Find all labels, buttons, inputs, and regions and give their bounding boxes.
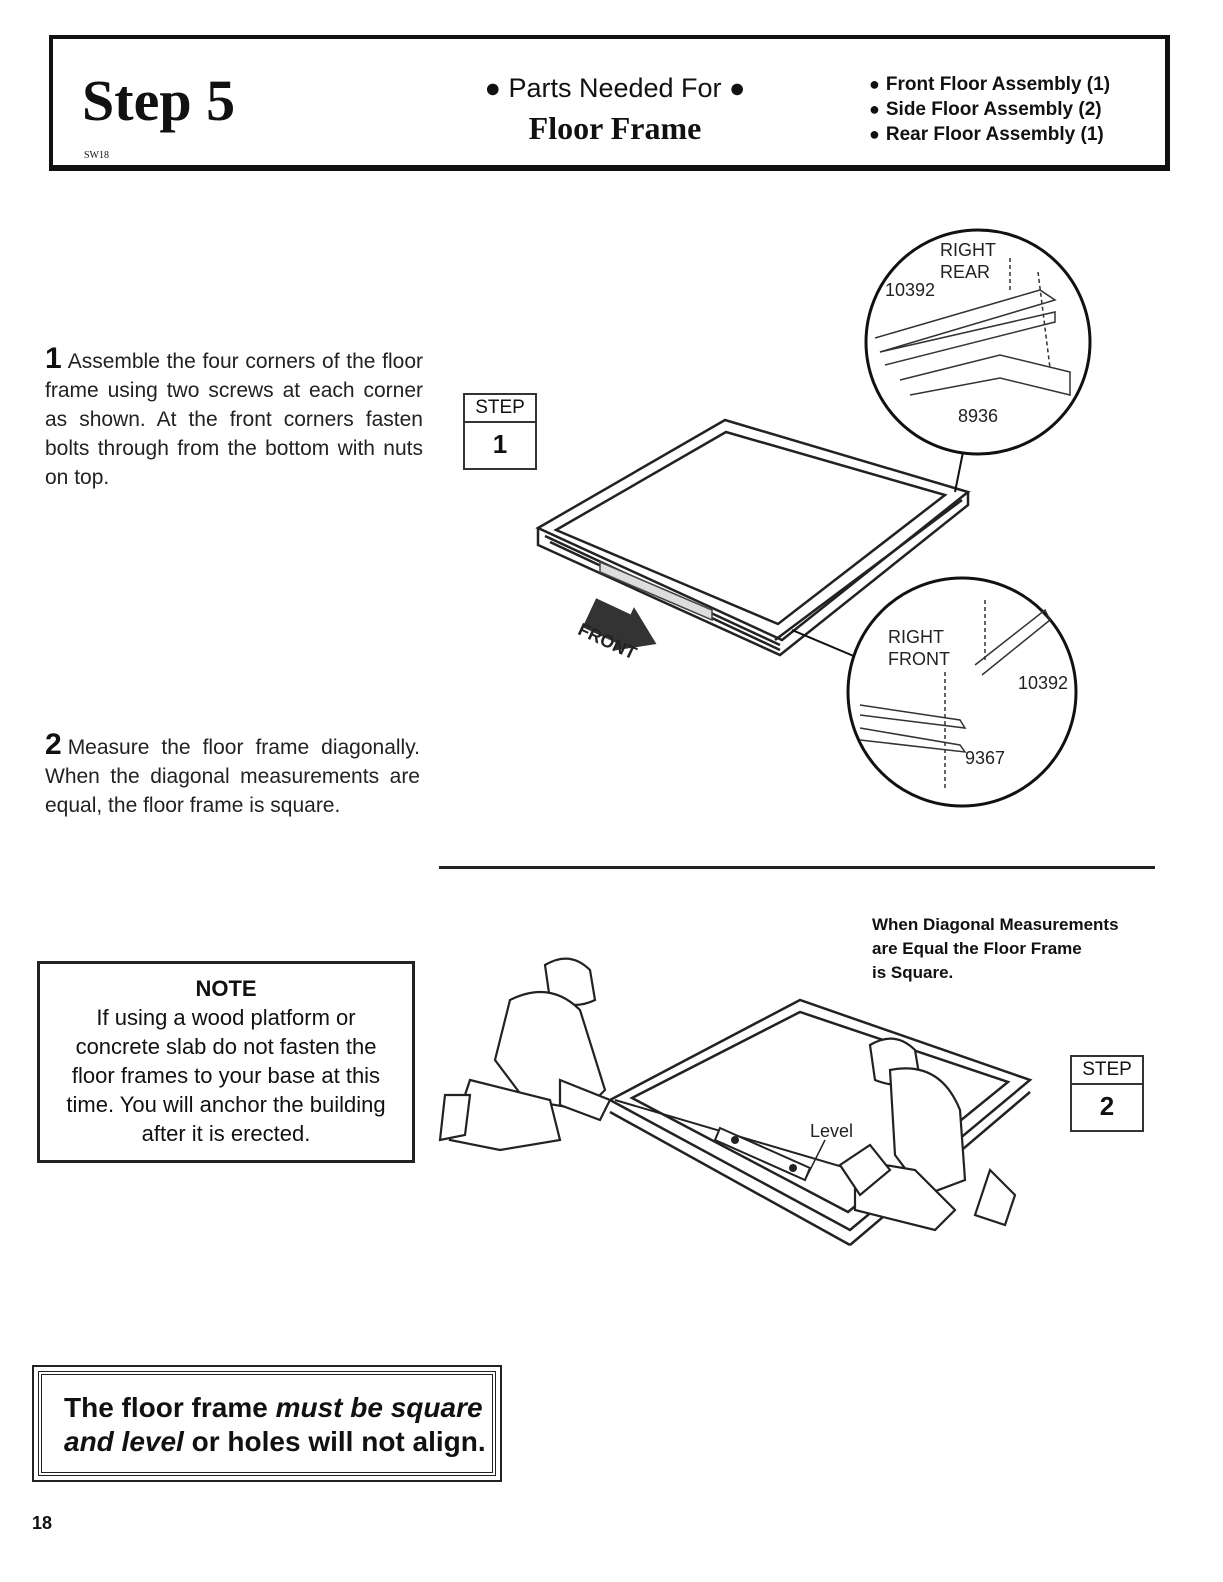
note-text: If using a wood platform or concrete sla… bbox=[66, 1005, 386, 1146]
parts-list-item: Rear Floor Assembly (1) bbox=[869, 122, 1110, 147]
step-header-box bbox=[49, 35, 1170, 171]
worker-left-figure bbox=[438, 957, 612, 1152]
diagonal-caption: When Diagonal Measurements are Equal the… bbox=[872, 915, 1119, 982]
step-badge-value: 2 bbox=[1099, 1091, 1115, 1121]
document-code: SW18 bbox=[84, 150, 109, 161]
note-title: NOTE bbox=[195, 976, 257, 1001]
instruction-number: 1 bbox=[45, 342, 62, 375]
rear-corner-callout: RIGHT REAR 10392 8936 bbox=[864, 228, 1092, 493]
parts-needed-label: ● Parts Needed For ● bbox=[484, 73, 746, 103]
instruction-text: Assemble the four corners of the floor f… bbox=[45, 350, 423, 489]
parts-list-item: Front Floor Assembly (1) bbox=[869, 72, 1110, 97]
level-label: Level bbox=[810, 1121, 853, 1141]
step-1-badge: STEP 1 bbox=[463, 393, 537, 470]
front-rail bbox=[599, 560, 713, 622]
step-badge-label: STEP bbox=[465, 395, 535, 423]
front-arrow-icon bbox=[582, 598, 657, 651]
parts-list-item: Side Floor Assembly (2) bbox=[869, 97, 1110, 122]
section-divider bbox=[439, 866, 1155, 869]
worker-right-figure bbox=[838, 1037, 1017, 1232]
part-number-label: 10392 bbox=[1018, 673, 1068, 693]
rear-callout-line2: REAR bbox=[940, 262, 990, 282]
instruction-number: 2 bbox=[45, 728, 62, 761]
step-badge-label: STEP bbox=[1072, 1057, 1142, 1085]
step-title: Step 5 bbox=[82, 68, 236, 133]
front-corner-callout: RIGHT FRONT 10392 9367 bbox=[791, 576, 1078, 808]
warning-text: The floor frame must be square and level… bbox=[38, 1371, 496, 1476]
section-title: Floor Frame bbox=[528, 110, 702, 146]
rear-callout-line1: RIGHT bbox=[940, 240, 996, 260]
floor-frame-outline bbox=[535, 418, 971, 657]
part-number-label: 10392 bbox=[885, 280, 935, 300]
part-number-label: 8936 bbox=[958, 406, 998, 426]
step-badge-value: 1 bbox=[492, 429, 508, 459]
warning-box: The floor frame must be square and level… bbox=[32, 1365, 502, 1482]
front-callout-line2: FRONT bbox=[888, 649, 950, 669]
step-2-badge: STEP 2 bbox=[1070, 1055, 1144, 1132]
instruction-text: Measure the floor frame diagonally. When… bbox=[45, 736, 420, 817]
note-box: NOTE If using a wood platform or concret… bbox=[37, 961, 415, 1163]
parts-list: Front Floor Assembly (1) Side Floor Asse… bbox=[869, 72, 1110, 147]
part-number-label: 9367 bbox=[965, 748, 1005, 768]
page-number: 18 bbox=[32, 1513, 53, 1533]
front-callout-line1: RIGHT bbox=[888, 627, 944, 647]
